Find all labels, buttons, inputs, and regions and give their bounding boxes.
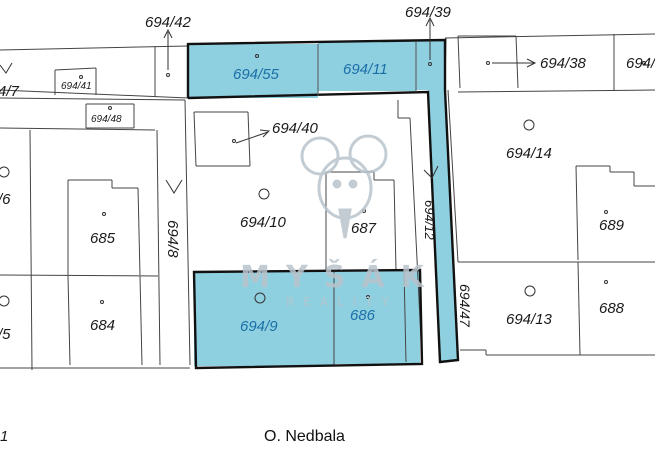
label-685: 685 (90, 230, 116, 247)
mouse-logo (300, 134, 388, 239)
label-688: 688 (599, 300, 625, 317)
label-694-48: 694/48 (91, 114, 122, 125)
parcel-694-9-fill[interactable] (194, 272, 334, 366)
watermark: MYŠÁK REALITY (240, 134, 440, 309)
label-5-left: /5 (0, 326, 11, 343)
label-694-7: 4/7 (0, 83, 20, 100)
label-694-39: 694/39 (405, 4, 452, 21)
parcel-694-12-strip-fill[interactable] (428, 90, 458, 362)
highlighted-parcels (188, 40, 458, 366)
label-694-8: 694/8 (164, 220, 181, 258)
label-694-41: 694/41 (61, 81, 92, 92)
parcel-boundaries (0, 33, 655, 371)
parcel-694-55-fill[interactable] (188, 44, 318, 98)
label-694-13: 694/13 (506, 311, 553, 328)
label-694-40: 694/40 (272, 120, 319, 137)
label-694-38b: 694/ (626, 55, 655, 72)
watermark-sub: REALITY (286, 295, 398, 309)
label-694-38: 694/38 (540, 55, 587, 72)
pointer-arrows (0, 16, 537, 194)
label-687: 687 (351, 220, 377, 237)
label-684: 684 (90, 317, 115, 334)
label-6-left: /6 (0, 191, 11, 208)
label-694-55: 694/55 (233, 66, 280, 83)
parcel-694-11-fill[interactable] (318, 41, 416, 91)
label-689: 689 (599, 217, 625, 234)
parcel-labels: 694/42 694/39 4/7 694/41 694/48 694/55 6… (0, 4, 655, 445)
label-694-42: 694/42 (145, 14, 192, 31)
street-name: O. Nedbala (264, 428, 345, 445)
label-694-9: 694/9 (240, 318, 278, 335)
label-686: 686 (350, 307, 376, 324)
label-694-10: 694/10 (240, 214, 287, 231)
label-694-12: 694/12 (422, 200, 437, 241)
label-1-left: 1 (0, 428, 8, 445)
selected-outlines (186, 38, 460, 370)
watermark-brand: MYŠÁK (240, 258, 440, 295)
label-694-11: 694/11 (343, 61, 388, 78)
label-694-14: 694/14 (506, 145, 552, 162)
parcel-markers (0, 54, 646, 307)
label-694-47: 694/47 (457, 284, 473, 328)
